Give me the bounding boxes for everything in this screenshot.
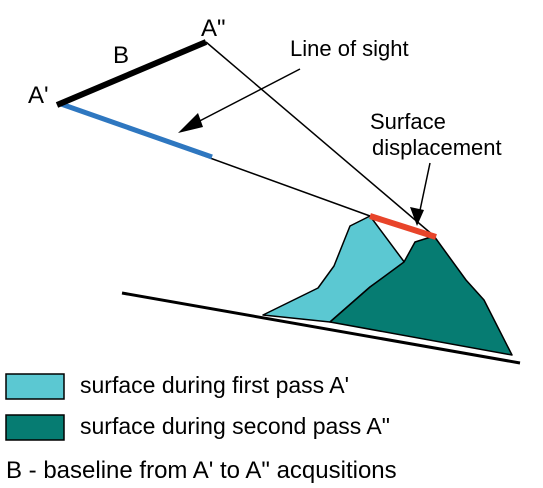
line-of-sight-arrow — [187, 68, 301, 128]
legend-label-second-pass: surface during second pass A" — [80, 413, 390, 439]
caption: B - baseline from A' to A" acqusitions — [6, 457, 397, 484]
label-a-prime: A' — [28, 82, 49, 109]
surface-displacement-arrow — [418, 162, 431, 216]
label-surface-displacement-1: Surface — [370, 109, 446, 134]
label-surface-displacement-2: displacement — [372, 135, 502, 160]
line-of-sight-arrowhead — [178, 113, 203, 133]
ground-line — [121, 291, 521, 365]
baseline-line — [55, 39, 208, 108]
legend-swatch-first-pass — [5, 373, 65, 400]
label-a-double-prime: A" — [201, 15, 226, 42]
surface-displacement-line — [369, 213, 437, 240]
line-of-sight-segment — [60, 101, 213, 160]
legend: surface during first pass A' surface dur… — [5, 372, 390, 441]
line-of-sight-from-a-double-prime — [205, 41, 435, 237]
label-line-of-sight: Line of sight — [290, 36, 409, 61]
label-baseline: B — [113, 42, 129, 69]
surface-displacement-arrowhead — [410, 207, 424, 226]
legend-swatch-second-pass — [5, 414, 65, 441]
legend-label-first-pass: surface during first pass A' — [80, 372, 349, 398]
